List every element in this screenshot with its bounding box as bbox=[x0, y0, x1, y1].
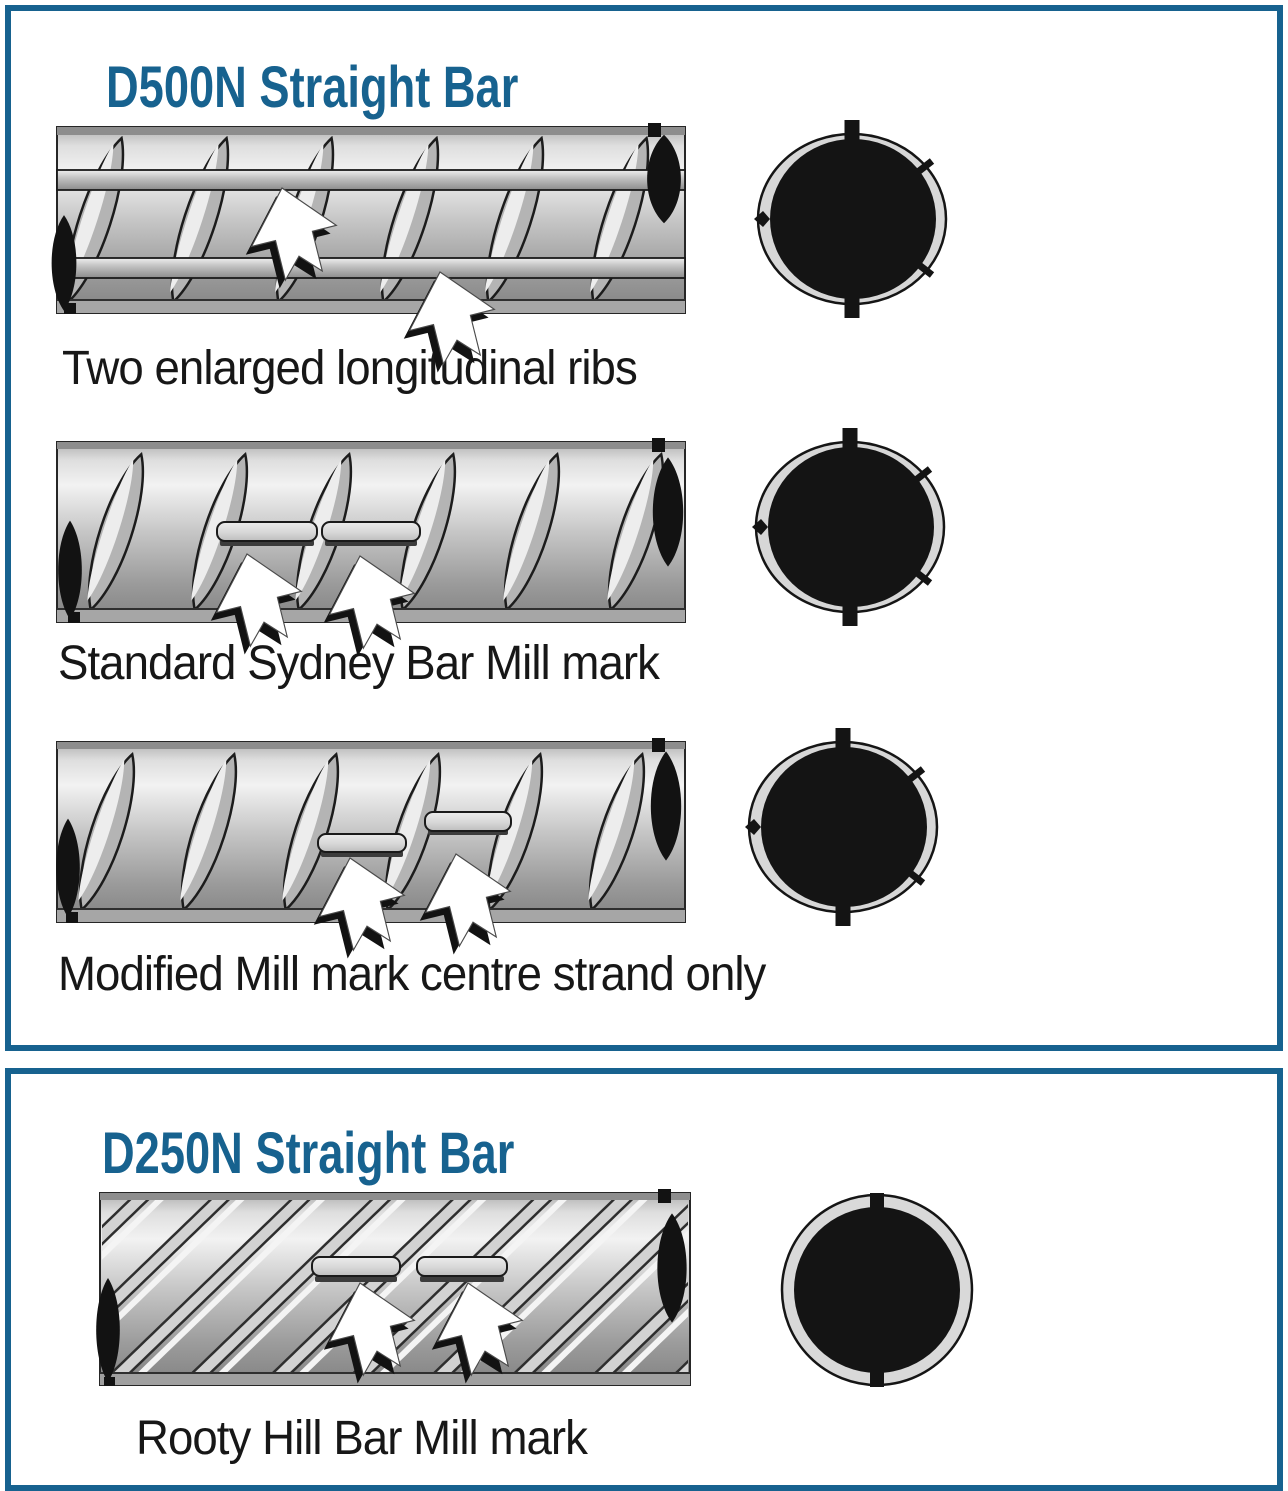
figure-caption-rooty-hill-mill-mark: Rooty Hill Bar Mill mark bbox=[136, 1412, 588, 1465]
panel-title-d500n: D500N Straight Bar bbox=[106, 54, 519, 120]
panel-d500n bbox=[5, 5, 1283, 1051]
figure-caption-longitudinal-ribs: Two enlarged longitudinal ribs bbox=[62, 342, 638, 395]
figure-caption-modified-mill-mark: Modified Mill mark centre strand only bbox=[58, 948, 766, 1001]
figure-caption-sydney-mill-mark: Standard Sydney Bar Mill mark bbox=[58, 637, 660, 690]
panel-title-d250n: D250N Straight Bar bbox=[102, 1120, 515, 1186]
